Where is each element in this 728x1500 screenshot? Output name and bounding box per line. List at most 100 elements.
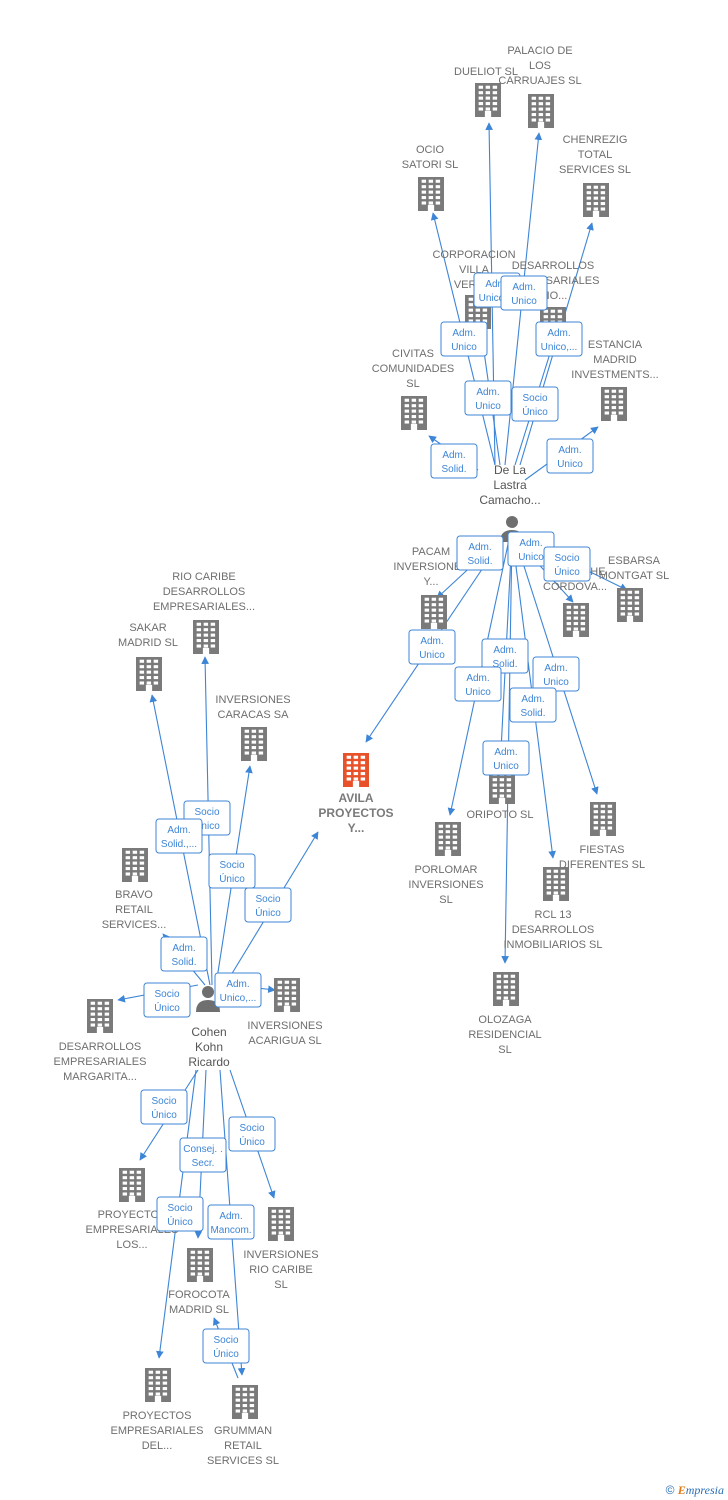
- node-riocaribe[interactable]: RIO CARIBEDESARROLLOSEMPRESARIALES...: [153, 571, 255, 654]
- node-label-line: PROYECTOS: [98, 1209, 167, 1221]
- node-margarita[interactable]: DESARROLLOSEMPRESARIALESMARGARITA...: [54, 999, 147, 1083]
- edge-label-delalastra-fiestas[interactable]: Adm.Unico: [532, 656, 580, 692]
- node-delalastra[interactable]: De LaLastraCamacho...: [479, 463, 541, 542]
- edge-label-box[interactable]: [511, 386, 559, 422]
- building-window: [620, 590, 626, 594]
- edge-label-box[interactable]: [408, 629, 456, 665]
- edge-label-box[interactable]: [500, 275, 548, 311]
- building-window: [560, 875, 566, 879]
- edge-label-delalastra-palacio[interactable]: Adm.Unico: [500, 275, 548, 311]
- edge-label-delalastra-porlomar[interactable]: Adm.Unico: [454, 666, 502, 702]
- edge-label-box[interactable]: [179, 1137, 227, 1173]
- edge-label-box[interactable]: [535, 321, 583, 357]
- edge-label-delalastra-civitas[interactable]: Adm.Solid.: [430, 443, 478, 479]
- edge-label-box[interactable]: [208, 853, 256, 889]
- building-window: [197, 1256, 203, 1260]
- node-pacam[interactable]: PACAMINVERSIONESY...: [393, 546, 469, 629]
- edge-label-delalastra-avila[interactable]: Adm.Unico: [408, 629, 456, 665]
- edge-label-cohen-bravo[interactable]: Adm.Solid.: [160, 936, 208, 972]
- edge-label-line: Adm.: [466, 673, 489, 684]
- node-label-line: RCL 13: [535, 909, 572, 921]
- node-avila[interactable]: AVILAPROYECTOSY...: [318, 753, 394, 835]
- edge-label-delalastra-chenrezig[interactable]: Adm.Unico,...: [535, 321, 583, 357]
- edge-label-delalastra-oripoto[interactable]: Adm.Solid.: [481, 638, 529, 674]
- edge-label-box[interactable]: [456, 535, 504, 571]
- edge-label-box[interactable]: [140, 1089, 188, 1125]
- edge-label-cohen-sakar[interactable]: Adm.Solid.,...: [155, 818, 203, 854]
- edge-label-box[interactable]: [440, 321, 488, 357]
- building-window: [607, 804, 613, 808]
- edge-label-box[interactable]: [481, 638, 529, 674]
- edge-label-line: Adm.: [544, 663, 567, 674]
- edge-label-delalastra-estancia[interactable]: Adm.Unico: [546, 438, 594, 474]
- building-window: [277, 1002, 283, 1006]
- edge-label-box[interactable]: [214, 972, 262, 1008]
- edge-label-box[interactable]: [509, 687, 557, 723]
- edge-label-box[interactable]: [546, 438, 594, 474]
- edge-label-delalastra-rcl13[interactable]: Adm.Solid.: [509, 687, 557, 723]
- edge-label-line: Único: [219, 872, 245, 885]
- building-window: [634, 607, 640, 611]
- building-window: [566, 622, 572, 626]
- node-proydel[interactable]: PROYECTOSEMPRESARIALESDEL...: [111, 1368, 204, 1452]
- node-proylos[interactable]: PROYECTOSEMPRESARIALESLOS...: [86, 1168, 179, 1251]
- node-oripoto[interactable]: ORIPOTO SL: [466, 770, 534, 821]
- edge-label-delalastra-pacam[interactable]: Adm.Solid.: [456, 535, 504, 571]
- edge-label-delalastra-olozaga[interactable]: Adm.Unico: [482, 740, 530, 776]
- edge-label-box[interactable]: [244, 887, 292, 923]
- edge-label-box[interactable]: [143, 982, 191, 1018]
- edge-label-delalastra-ocio[interactable]: Adm.Unico: [440, 321, 488, 357]
- building-window: [580, 611, 586, 615]
- edge-label-box[interactable]: [160, 936, 208, 972]
- building-door: [202, 647, 210, 654]
- edge-label-box[interactable]: [202, 1328, 250, 1364]
- footer-brand[interactable]: © Empresia: [666, 1483, 724, 1498]
- node-bravo[interactable]: BRAVORETAILSERVICES...: [102, 848, 167, 931]
- building-window: [478, 91, 484, 95]
- edge-label-box[interactable]: [454, 666, 502, 702]
- edge-label-cohen-forocota[interactable]: Consej. .Secr.: [179, 1137, 227, 1173]
- edge-label-box[interactable]: [430, 443, 478, 479]
- node-label-line: OCIO: [416, 144, 445, 156]
- edge-label-line: Unico: [475, 401, 501, 412]
- building-window: [162, 1370, 168, 1374]
- edge-label-box[interactable]: [464, 380, 512, 416]
- edge-label-box[interactable]: [156, 1196, 204, 1232]
- node-dueliot[interactable]: DUELIOT SL: [454, 66, 518, 117]
- edge-label-delalastra-corporacion[interactable]: Adm.Unico: [464, 380, 512, 416]
- edge-label-box[interactable]: [155, 818, 203, 854]
- node-estancia[interactable]: ESTANCIAMADRIDINVESTMENTS...: [571, 339, 659, 421]
- edge-label-cohen-grumman[interactable]: Adm.Mancom.: [207, 1204, 255, 1240]
- edge-label-cohen-acarigua[interactable]: Adm.Unico,...: [214, 972, 262, 1008]
- edge-label-box[interactable]: [228, 1116, 276, 1152]
- building-door: [154, 1395, 162, 1402]
- edge-label-box[interactable]: [482, 740, 530, 776]
- edge-label-box[interactable]: [207, 1204, 255, 1240]
- edge-label-box[interactable]: [543, 546, 591, 582]
